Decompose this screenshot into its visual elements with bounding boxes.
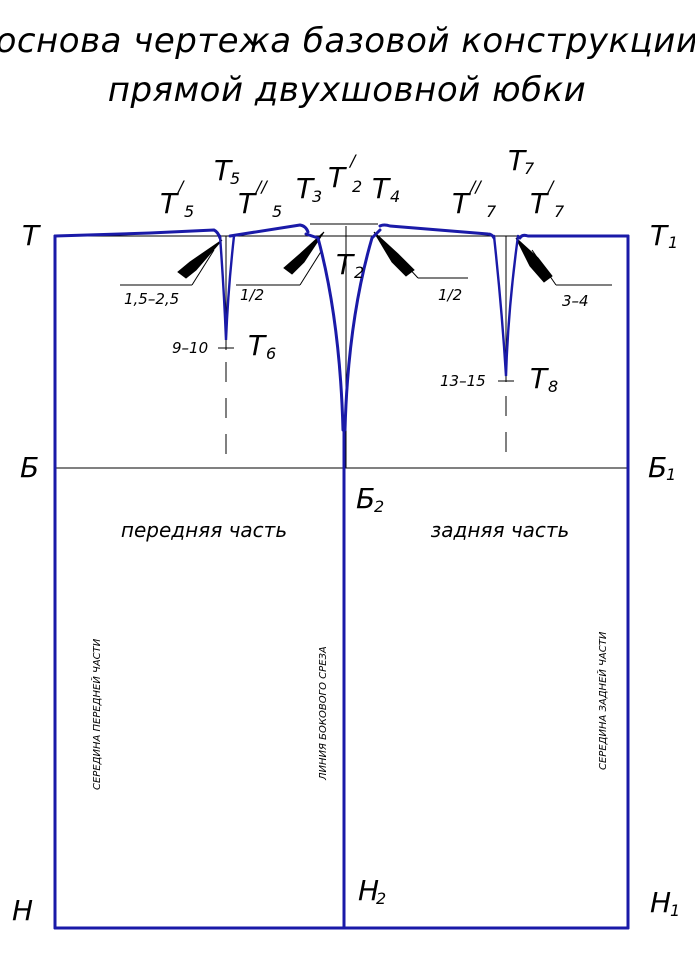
- pattern-outline: [53, 223, 630, 930]
- svg-text:Т: Т: [296, 172, 315, 205]
- arrow-back-dart: [515, 237, 553, 283]
- dim-1-5-2-5: 1,5–2,5: [124, 290, 179, 308]
- svg-text:8: 8: [548, 377, 558, 396]
- svg-text:Т: Т: [248, 329, 267, 362]
- title-line-1: основа чертежа базовой конструкции: [0, 21, 695, 61]
- front-side-curve: [316, 236, 345, 432]
- svg-text:7: 7: [554, 202, 565, 221]
- front-dart: [218, 234, 236, 341]
- label-T2: Т 2: [336, 248, 364, 282]
- title-line-2: прямой двухшовной юбки: [108, 70, 587, 110]
- leader-d1-b: [191, 249, 215, 286]
- svg-text:Т: Т: [372, 172, 391, 205]
- label-H: Н: [12, 894, 33, 927]
- label-B: Б: [20, 451, 39, 484]
- svg-text:7: 7: [486, 202, 497, 221]
- back-waist-right: [518, 233, 630, 240]
- svg-text:Б: Б: [356, 482, 375, 515]
- arrow-back-side: [373, 231, 415, 277]
- back-waist-middle: [378, 223, 496, 240]
- label-T6: Т 6: [248, 329, 276, 363]
- label-T5: Т 5: [214, 154, 240, 188]
- svg-text:5: 5: [184, 202, 194, 221]
- label-T2-prime: Т / 2: [328, 151, 362, 196]
- dim-13-15: 13–15: [440, 372, 486, 390]
- label-T5-prime: Т / 5: [160, 177, 194, 221]
- svg-text:7: 7: [524, 159, 535, 178]
- back-part-label: задняя часть: [431, 518, 570, 542]
- back-side-curve: [343, 236, 374, 432]
- svg-text:5: 5: [230, 169, 240, 188]
- label-B1: Б 1: [648, 451, 676, 484]
- svg-text:/: /: [546, 177, 555, 196]
- label-T8: Т 8: [530, 362, 558, 396]
- side-seam-label: ЛИНИЯ БОКОВОГО СРЕЗА: [318, 646, 329, 781]
- label-T7-double-prime: Т // 7: [452, 177, 497, 221]
- svg-text:Т: Т: [214, 154, 233, 187]
- label-H1: Н 1: [650, 886, 680, 920]
- svg-text:2: 2: [374, 497, 384, 516]
- svg-text:Т: Т: [508, 144, 527, 177]
- label-H2: Н 2: [358, 874, 386, 908]
- svg-text:Т: Т: [238, 187, 257, 220]
- svg-text:1: 1: [666, 465, 676, 484]
- arrow-front-dart: [177, 239, 223, 279]
- svg-text:Т: Т: [650, 219, 669, 252]
- label-T5-double-prime: Т // 5: [238, 177, 282, 221]
- svg-text:1: 1: [668, 233, 678, 252]
- back-center-label: СЕРЕДИНА ЗАДНЕЙ ЧАСТИ: [596, 631, 609, 770]
- leader-d2-b: [299, 249, 323, 286]
- svg-text:3: 3: [312, 187, 322, 206]
- arrow-front-side: [283, 231, 325, 275]
- dim-half-front: 1/2: [240, 286, 264, 304]
- label-T3: Т 3: [296, 172, 322, 206]
- back-side-top: [370, 228, 382, 240]
- dimension-labels: 1,5–2,5 1/2 1/2 3–4 9–10 13–15: [124, 286, 589, 390]
- back-dart: [492, 234, 520, 377]
- svg-text:Т: Т: [328, 161, 347, 194]
- svg-text:5: 5: [272, 202, 282, 221]
- label-T: Т: [22, 219, 41, 252]
- svg-text:Н: Н: [358, 874, 379, 907]
- label-T7: Т 7: [508, 144, 535, 178]
- svg-text:/: /: [176, 177, 185, 196]
- front-side-top: [304, 232, 320, 240]
- front-waist-left: [53, 228, 222, 240]
- dim-9-10: 9–10: [172, 339, 208, 357]
- dim-3-4: 3–4: [562, 292, 589, 310]
- label-T1: Т 1: [650, 219, 678, 252]
- svg-text:Б: Б: [648, 451, 667, 484]
- front-part-label: передняя часть: [121, 518, 287, 542]
- svg-text:Т: Т: [452, 187, 471, 220]
- svg-text:Н: Н: [650, 886, 671, 919]
- svg-text://: //: [254, 177, 268, 196]
- front-waist-middle: [228, 223, 310, 238]
- front-center-label: СЕРЕДИНА ПЕРЕДНЕЙ ЧАСТИ: [90, 638, 103, 790]
- svg-text:2: 2: [354, 263, 364, 282]
- label-B2: Б 2: [356, 482, 384, 516]
- svg-text:Т: Т: [160, 187, 179, 220]
- dim-half-back: 1/2: [438, 286, 462, 304]
- svg-text:1: 1: [670, 901, 680, 920]
- svg-text:2: 2: [352, 177, 362, 196]
- label-T4: Т 4: [372, 172, 400, 206]
- svg-text://: //: [468, 177, 482, 196]
- arrows: [177, 231, 553, 283]
- svg-text:2: 2: [376, 889, 386, 908]
- svg-text:4: 4: [390, 187, 400, 206]
- svg-text:Т: Т: [336, 248, 355, 281]
- svg-text:Т: Т: [530, 362, 549, 395]
- svg-text:6: 6: [266, 344, 276, 363]
- point-labels: Т Т 1 Т 2 Т / 2 Т 3 Т 4 Т 5 Т / 5: [12, 144, 680, 927]
- svg-text:Т: Т: [530, 187, 549, 220]
- svg-text:/: /: [348, 151, 357, 170]
- label-T7-prime: Т / 7: [530, 177, 565, 221]
